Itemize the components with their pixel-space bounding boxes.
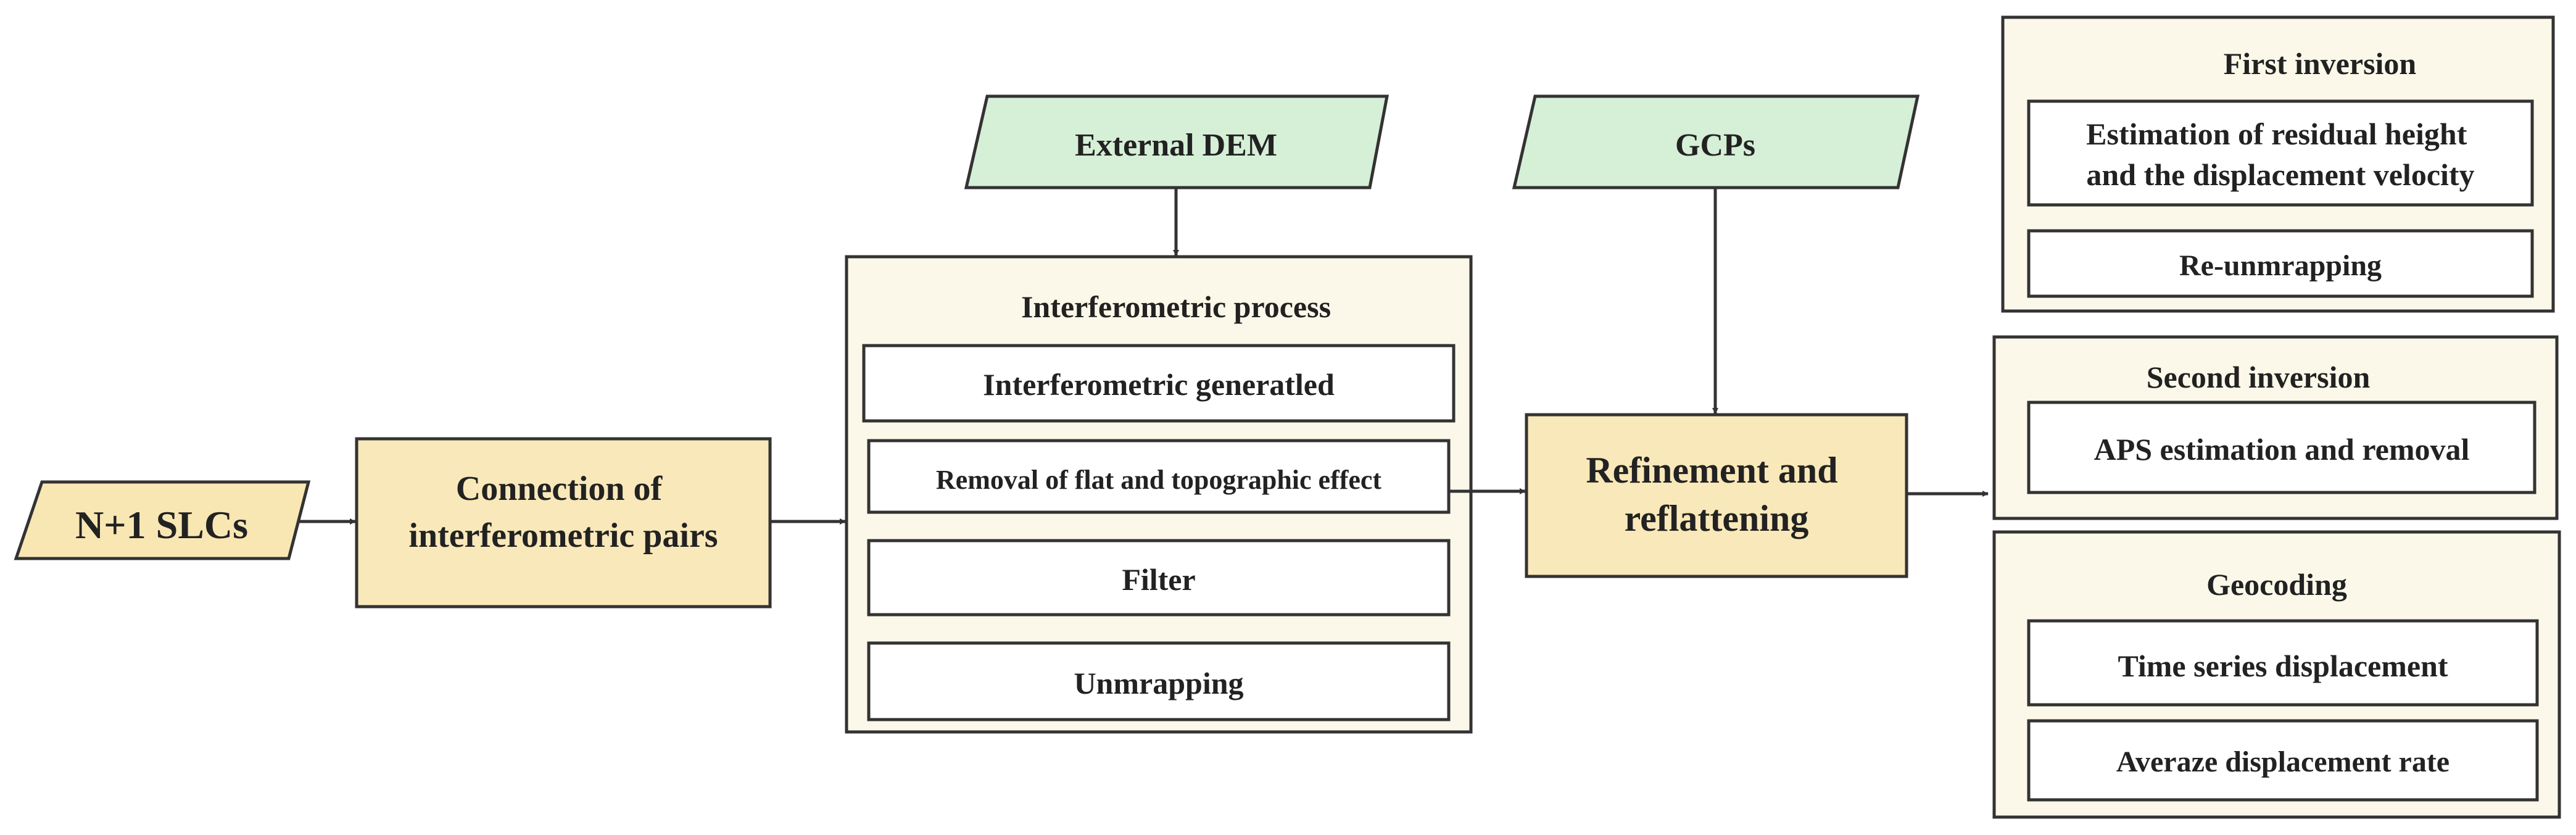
- gcps-node: GCPs: [1512, 94, 1920, 189]
- interferometric-step-box: [867, 641, 1451, 721]
- interferometric-step-box: [867, 439, 1451, 514]
- connection-label-line-2: interferometric pairs: [408, 517, 718, 555]
- geocoding-step-box: [2027, 719, 2539, 802]
- geocoding-step-label: Time series displacement: [2118, 649, 2448, 683]
- geocoding-title: Geocoding: [2206, 567, 2347, 602]
- first-inversion-step-label: Re-unmrapping: [2179, 249, 2382, 282]
- geocoding-step-box: [2027, 619, 2539, 707]
- interferometric-process-title: Interferometric process: [1021, 289, 1331, 324]
- slcs-input-node: N+1 SLCs: [14, 480, 311, 560]
- gcps-label: GCPs: [1675, 128, 1755, 163]
- gcps-shape: [1512, 94, 1920, 189]
- first-inversion-step-box: [2027, 99, 2534, 207]
- second-inversion-step-label: APS estimation and removal: [2094, 432, 2470, 467]
- slcs-label: N+1 SLCs: [75, 503, 248, 547]
- connection-box: [355, 437, 772, 609]
- first-inversion-step-line: Estimation of residual height: [2086, 117, 2467, 151]
- first-inversion-group: First inversion Estimation of residual h…: [2001, 15, 2555, 313]
- interferometric-step-label: Interferometric generatled: [983, 367, 1335, 402]
- interferometric-process-group: Interferometric process Interferometric …: [845, 255, 1473, 734]
- refinement-label: Refinement and reflattening: [1586, 450, 1847, 539]
- interferometric-step-box: [862, 344, 1456, 423]
- connection-label-line-1: Connection of: [456, 470, 663, 508]
- second-inversion-step-box: [2027, 401, 2537, 494]
- connection-node: Connection of interferometric pairs: [355, 437, 772, 609]
- external-dem-label: External DEM: [1075, 128, 1277, 163]
- first-inversion-title: First inversion: [2224, 46, 2417, 81]
- refinement-label-line-2: reflattening: [1625, 498, 1809, 539]
- second-inversion-group: Second inversion APS estimation and remo…: [1992, 335, 2559, 520]
- slcs-shape: [14, 480, 311, 560]
- interferometric-step-label: Unmrapping: [1074, 666, 1243, 700]
- interferometric-step-box: [867, 539, 1451, 617]
- interferometric-step-label: Filter: [1122, 562, 1195, 597]
- first-inversion-step-box: [2027, 229, 2534, 298]
- external-dem-node: External DEM: [964, 94, 1389, 189]
- connectors: [299, 188, 1989, 525]
- refinement-box: [1525, 413, 1908, 578]
- geocoding-group: Geocoding Time series displacement Avera…: [1992, 530, 2561, 819]
- first-inversion-step-label: Estimation of residual height and the di…: [2086, 117, 2475, 192]
- connection-label: Connection of interferometric pairs: [408, 470, 718, 555]
- geocoding-step-label: Averaze displacement rate: [2116, 746, 2450, 778]
- first-inversion-step-line: and the displacement velocity: [2086, 157, 2474, 192]
- refinement-label-line-1: Refinement and: [1586, 450, 1837, 491]
- refinement-node: Refinement and reflattening: [1525, 413, 1908, 578]
- second-inversion-title: Second inversion: [2147, 360, 2371, 394]
- interferometric-step-label: Removal of flat and topographic effect: [936, 465, 1382, 495]
- external-dem-shape: [964, 94, 1389, 189]
